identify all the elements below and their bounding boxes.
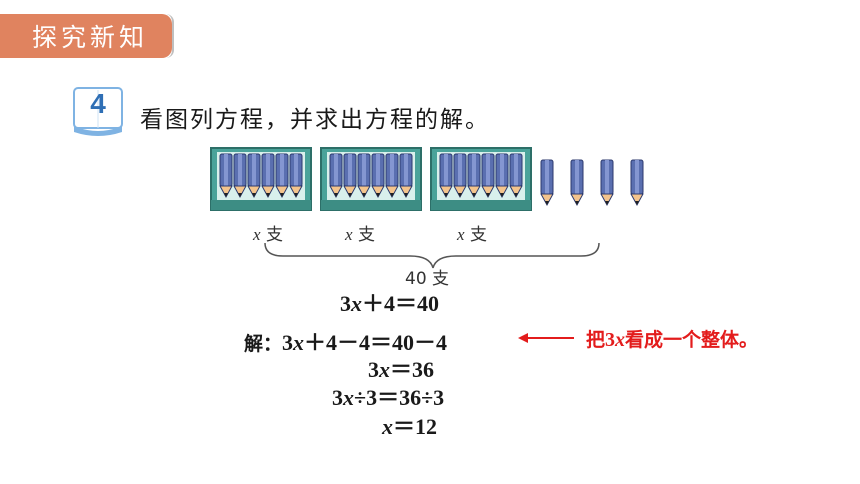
boxed-pencil-icon [289,153,303,199]
question-text: 看图列方程，并求出方程的解。 [140,107,490,133]
hint-highlight: 3x [605,329,626,351]
loose-pencil-icon [540,159,554,207]
boxed-pencil-icon [371,153,385,199]
total-brace [264,242,600,269]
pencil-illustration: x 支 x 支 x 支 40 支 [205,140,665,290]
boxed-pencil-icon [233,153,247,199]
hint-note: 把3x看成一个整体。 [586,329,759,351]
solution-step-4: x＝12 [382,414,438,439]
boxed-pencil-icon [399,153,413,199]
example-number: 4 [90,88,106,119]
boxed-pencil-icon [481,153,495,199]
loose-pencil-icon [630,159,644,207]
boxed-pencil-icon [467,153,481,199]
loose-pencil-icon [600,159,614,207]
example-badge-book-icon [70,86,126,136]
boxed-pencil-icon [261,153,275,199]
boxed-pencil-icon [453,153,467,199]
solution-step-2: 3x＝36 [368,357,435,382]
solution-step-1: 解：3x＋4－4＝40－4 [244,330,448,355]
pencil-box-front [211,200,311,210]
boxed-pencil-icon [385,153,399,199]
pencil-box-front [431,200,531,210]
box-label: x 支 [344,225,375,245]
loose-pencil-icon [570,159,584,207]
equation-main: 3x＋4＝40 [340,291,440,316]
boxed-pencil-icon [439,153,453,199]
boxed-pencil-icon [495,153,509,199]
boxed-pencil-icon [275,153,289,199]
boxed-pencil-icon [509,153,523,199]
section-tag-edge [166,14,174,58]
box-label: x 支 [456,225,487,245]
boxed-pencil-icon [357,153,371,199]
pencil-box-front [321,200,421,210]
boxed-pencil-icon [343,153,357,199]
boxed-pencil-icon [329,153,343,199]
box-label: x 支 [252,225,283,245]
total-label: 40 支 [405,269,449,289]
solution-step-3: 3x÷3＝36÷3 [332,385,445,410]
left-arrow-icon [518,333,574,343]
boxed-pencil-icon [247,153,261,199]
boxed-pencil-icon [219,153,233,199]
solve-label: 解： [244,333,283,355]
section-tag: 探究新知 [0,14,172,58]
